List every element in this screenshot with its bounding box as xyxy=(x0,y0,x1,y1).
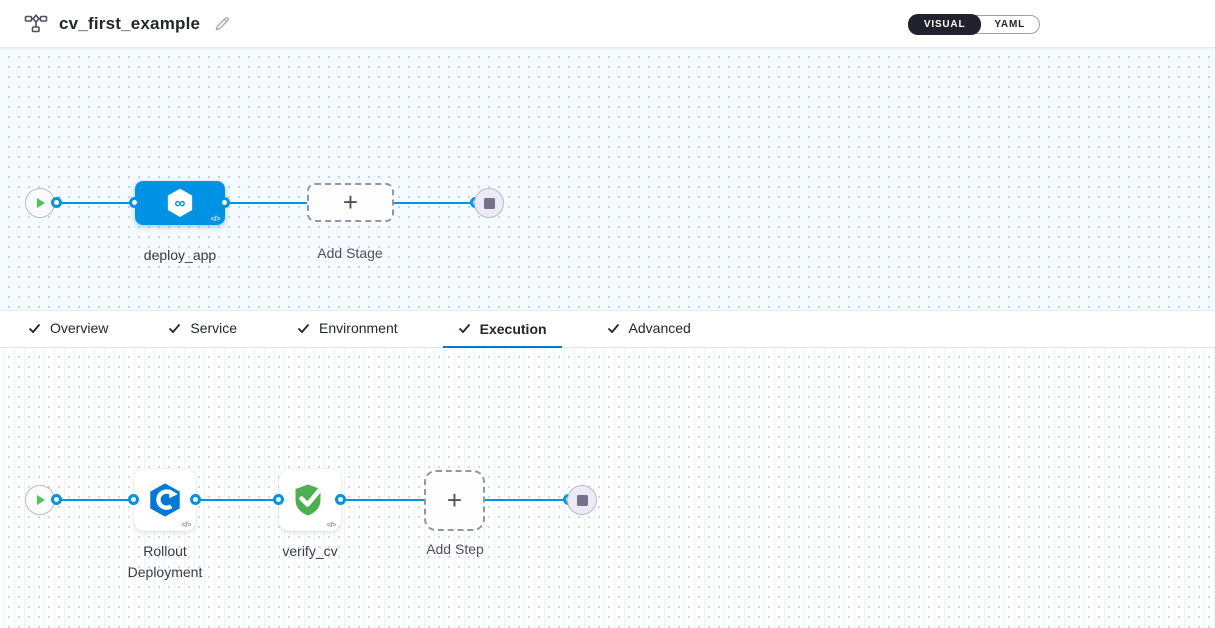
add-step-label: Add Step xyxy=(426,541,484,557)
step-node-verify-cv[interactable]: </> xyxy=(279,469,341,531)
port xyxy=(273,494,284,505)
edge-addstep-to-end xyxy=(485,499,569,501)
stage-node-deploy-app[interactable]: ∞ </> xyxy=(135,181,225,225)
rollout-deployment-icon xyxy=(150,483,180,517)
execution-graph-canvas[interactable]: </> Rollout Deployment </> verify_cv + A… xyxy=(0,348,1215,628)
tab-label: Service xyxy=(190,320,238,336)
port xyxy=(335,494,346,505)
tab-execution[interactable]: Execution xyxy=(442,311,562,348)
tab-environment[interactable]: Environment xyxy=(282,311,413,347)
add-step-button[interactable]: + xyxy=(424,470,485,531)
step-node-rollout-deployment[interactable]: </> xyxy=(134,469,196,531)
toggle-visual[interactable]: VISUAL xyxy=(907,14,982,35)
step-label: verify_cv xyxy=(282,543,338,559)
edit-pencil-icon[interactable] xyxy=(214,15,231,32)
stage-label: deploy_app xyxy=(143,247,217,263)
tab-service[interactable]: Service xyxy=(153,311,252,347)
tab-advanced[interactable]: Advanced xyxy=(592,311,706,347)
code-badge-icon: </> xyxy=(181,520,192,529)
add-stage-label: Add Stage xyxy=(317,245,383,261)
toggle-yaml[interactable]: YAML xyxy=(994,19,1025,30)
tab-overview[interactable]: Overview xyxy=(13,311,123,347)
pipeline-start-node xyxy=(25,188,55,218)
step-label: Rollout Deployment xyxy=(127,543,203,580)
stop-icon xyxy=(483,197,495,209)
execution-end-node xyxy=(567,485,597,515)
port xyxy=(51,197,62,208)
edge-addstage-to-end xyxy=(394,202,477,204)
svg-text:∞: ∞ xyxy=(175,195,186,212)
edge-stage-to-addstage xyxy=(225,202,308,204)
stop-icon xyxy=(576,494,588,506)
check-icon xyxy=(28,323,41,333)
pipeline-title: cv_first_example xyxy=(59,13,201,33)
plus-icon: + xyxy=(446,484,463,515)
plus-icon: + xyxy=(342,186,359,217)
check-icon xyxy=(607,323,619,333)
cd-hexagon-infinity-icon: ∞ xyxy=(167,188,193,218)
tab-label: Advanced xyxy=(628,320,691,336)
add-stage-button[interactable]: + xyxy=(307,183,394,222)
check-icon xyxy=(458,323,470,334)
view-mode-toggle: VISUAL YAML xyxy=(907,14,1040,35)
check-icon xyxy=(169,323,181,333)
edge-start-to-stage xyxy=(56,202,136,204)
play-icon xyxy=(37,198,45,208)
execution-start-node xyxy=(25,485,55,515)
code-badge-icon: </> xyxy=(326,520,337,529)
port xyxy=(219,197,230,208)
port xyxy=(190,494,201,505)
tab-label: Execution xyxy=(479,320,547,337)
verify-shield-icon xyxy=(295,484,324,516)
code-badge-icon: </> xyxy=(210,214,221,223)
check-icon xyxy=(297,323,310,333)
tab-label: Overview xyxy=(50,320,109,336)
pipeline-icon xyxy=(24,13,48,35)
edge-rollout-to-verify xyxy=(196,499,280,501)
port xyxy=(129,197,140,208)
tab-label: Environment xyxy=(319,320,398,336)
stage-config-tabs: Overview Service Environment Execution A… xyxy=(0,310,1215,348)
port xyxy=(51,494,62,505)
play-icon xyxy=(37,495,45,505)
edge-verify-to-addstep xyxy=(341,499,425,501)
pipeline-header: cv_first_example VISUAL YAML xyxy=(0,0,1215,48)
port xyxy=(128,494,139,505)
stage-graph-canvas[interactable]: ∞ </> deploy_app + Add Stage xyxy=(0,48,1215,310)
pipeline-end-node xyxy=(474,188,504,218)
edge-start-to-rollout xyxy=(56,499,135,501)
